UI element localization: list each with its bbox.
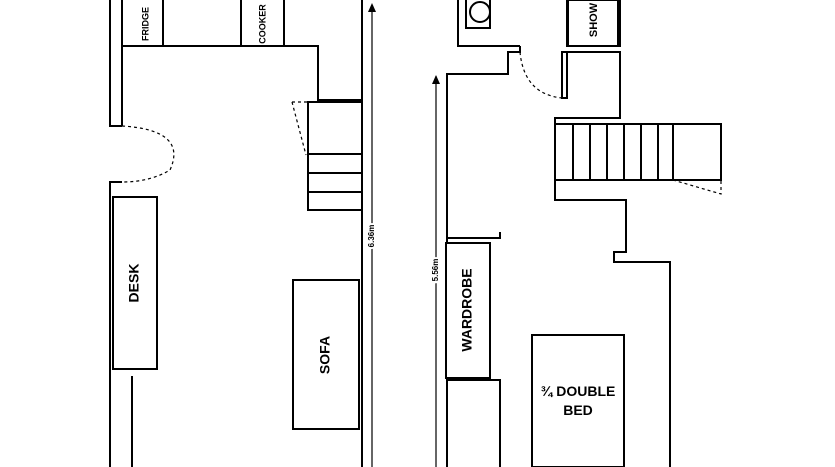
ground-floor: FRIDGE COOKER DESK SOFA 6.36m bbox=[109, 0, 378, 467]
bathroom-door-swing bbox=[519, 51, 563, 99]
bed-label-line2: BED bbox=[563, 402, 593, 418]
shower-label: SHOW bbox=[588, 2, 600, 37]
ground-floor-dimension-label: 6.36m bbox=[367, 225, 376, 248]
sofa-label: SOFA bbox=[317, 336, 333, 374]
ground-staircase bbox=[291, 101, 363, 211]
sofa: SOFA bbox=[292, 279, 360, 430]
desk-label: DESK bbox=[126, 264, 142, 303]
toilet bbox=[465, 0, 491, 29]
ground-floor-walls bbox=[109, 0, 363, 467]
landing-wall bbox=[447, 232, 501, 467]
wardrobe: WARDROBE bbox=[445, 242, 491, 379]
upper-floor-dimension: 5.56m bbox=[429, 75, 442, 467]
upper-floor: SHOW WARDROBE ¾ DOUBLE B bbox=[429, 0, 722, 467]
fridge-label: FRIDGE bbox=[140, 7, 150, 41]
shower: SHOW bbox=[567, 0, 619, 47]
cooker-label: COOKER bbox=[257, 4, 267, 44]
upper-staircase bbox=[554, 123, 722, 195]
upper-floor-walls-right bbox=[554, 180, 671, 467]
front-door-swing bbox=[121, 125, 175, 183]
upper-floor-dimension-label: 5.56m bbox=[431, 259, 440, 282]
desk: DESK bbox=[112, 196, 158, 370]
wardrobe-label: WARDROBE bbox=[459, 268, 475, 351]
ground-floor-dimension: 6.36m bbox=[365, 3, 378, 467]
bed: ¾ DOUBLE BED bbox=[531, 334, 625, 467]
bed-label-line1: ¾ DOUBLE bbox=[541, 383, 616, 399]
kitchen-counter bbox=[121, 0, 363, 126]
